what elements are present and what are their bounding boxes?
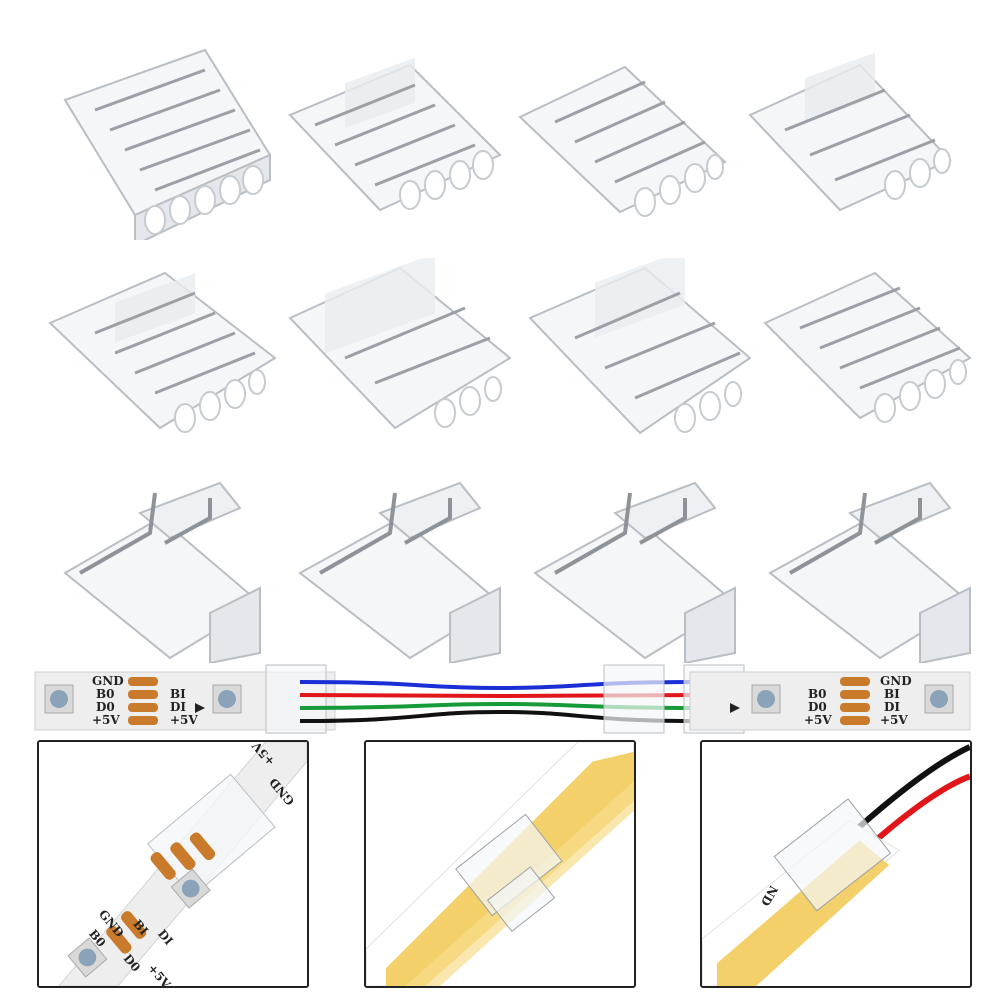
l-connector-4 (765, 478, 975, 663)
connector-5pin-top-left (55, 40, 280, 240)
connector-4pin-mid-1 (45, 258, 280, 448)
connector-4pin-top-3 (515, 42, 730, 222)
strip-label-d0: D0 (96, 700, 115, 714)
strip-label-5v-2: +5V (170, 713, 198, 727)
l-connector-1 (60, 478, 265, 663)
strip-right-label-5v: +5V (804, 713, 832, 727)
strip-label-di: DI (170, 700, 186, 714)
strip-right-label-gnd: GND (880, 674, 912, 688)
connector-3pin-top-4 (745, 45, 955, 215)
panel-cob-strip-connector (364, 740, 636, 988)
connector-4pin-mid-4 (760, 258, 975, 433)
strip-label-b0: B0 (96, 687, 115, 701)
strip-label-bi: BI (170, 687, 186, 701)
connector-4pin-top-2 (285, 45, 505, 220)
led-strip-jumper-demo: GND B0 D0 +5V BI DI +5V B0 D0 +5V GND BI (0, 660, 1000, 740)
panel-cob-wire-connector: ND (700, 740, 972, 988)
connector-3pin-mid-2 (285, 258, 515, 443)
l-connector-2 (295, 478, 505, 663)
strip-label-5v: +5V (92, 713, 120, 727)
strip-right-label-5v-2: +5V (880, 713, 908, 727)
panel-addressable-strip-connector: GND B0 D0 +5V BI DI +5V GND (37, 740, 309, 988)
strip-right-label-b0: B0 (808, 687, 827, 701)
strip-right-label-bi: BI (884, 687, 900, 701)
strip-right-label-di: DI (884, 700, 900, 714)
connector-3pin-mid-3 (525, 258, 755, 443)
strip-right-label-d0: D0 (808, 700, 827, 714)
strip-label-gnd: GND (92, 674, 124, 688)
l-connector-3 (530, 478, 740, 663)
